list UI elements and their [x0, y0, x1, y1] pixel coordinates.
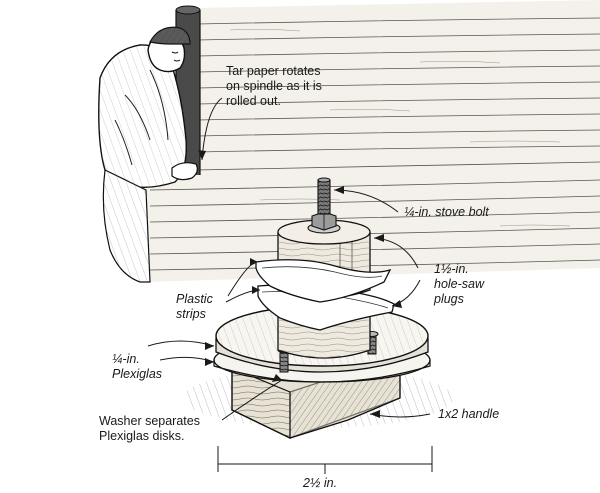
callout-plastic-strips: Plastic strips [176, 292, 213, 321]
leader-plug-lower [391, 279, 421, 307]
callout-washer: Washer separates Plexiglas disks. [99, 414, 200, 443]
callout-tar-paper: Tar paper rotates on spindle as it is ro… [226, 64, 322, 108]
leader-arrowheads [198, 150, 402, 418]
wall-siding [140, 0, 600, 282]
leader-washer [221, 379, 283, 421]
worker-figure [98, 26, 198, 283]
callout-stove-bolt: ¼-in. stove bolt [404, 205, 489, 219]
leader-plexiglas-upper [147, 340, 215, 347]
tool-assembly [183, 177, 453, 439]
callout-hole-saw-plugs: 1½-in. hole-saw plugs [434, 262, 485, 306]
dimension-line [217, 446, 433, 474]
callout-dimension: 2½ in. [303, 476, 338, 490]
callout-plexiglas: ¼-in. Plexiglas [112, 352, 163, 381]
callout-handle: 1x2 handle [438, 407, 500, 421]
